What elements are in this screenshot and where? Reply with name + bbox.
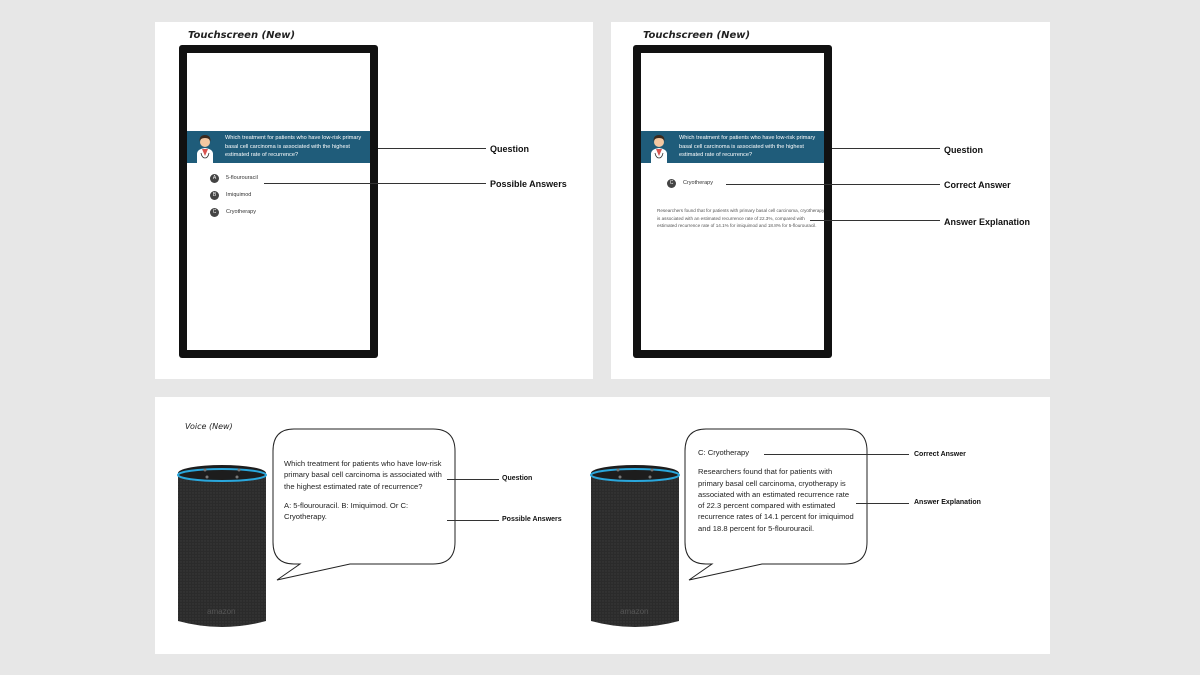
callout-line xyxy=(810,220,940,221)
speech-bubble xyxy=(684,428,868,581)
speech-bubble-text: Which treatment for patients who have lo… xyxy=(284,458,444,530)
speech-bubble-text: C: Cryotherapy Researchers found that fo… xyxy=(698,447,856,542)
question-bar: Which treatment for patients who have lo… xyxy=(187,131,370,163)
answer-letter: C xyxy=(210,208,219,217)
callout-possible-answers: Possible Answers xyxy=(490,179,567,189)
touchscreen-device: Which treatment for patients who have lo… xyxy=(633,45,832,358)
answer-letter: A xyxy=(210,174,219,183)
callout-question: Question xyxy=(944,145,984,155)
speaker-brand-logo: amazon xyxy=(620,607,649,616)
callout-answer-explanation: Answer Explanation xyxy=(944,217,1031,227)
callout-correct-answer: Correct Answer xyxy=(914,451,966,458)
speaker-brand-logo: amazon xyxy=(207,607,236,616)
callout-line xyxy=(264,183,486,184)
smart-speaker-icon xyxy=(590,465,680,627)
smart-speaker-icon xyxy=(177,465,267,627)
callout-line xyxy=(378,148,486,149)
voice-question-text: Which treatment for patients who have lo… xyxy=(284,459,442,491)
callout-correct-answer: Correct Answer xyxy=(944,180,1011,190)
touchscreen-screen: Which treatment for patients who have lo… xyxy=(187,53,370,350)
voice-explanation-text: Researchers found that for patients with… xyxy=(698,467,854,533)
callout-line xyxy=(447,520,499,521)
answer-label: 5-flourouracil xyxy=(226,175,258,181)
question-text: Which treatment for patients who have lo… xyxy=(679,135,816,158)
callout-line xyxy=(856,503,909,504)
touchscreen-panel-right: Touchscreen (New) Which treatment for pa… xyxy=(611,22,1050,379)
answer-letter: C xyxy=(667,179,676,188)
voice-panel: Voice (New) amazon Which treatment for p… xyxy=(155,397,1050,654)
touchscreen-screen: Which treatment for patients who have lo… xyxy=(641,53,824,350)
panel-title: Voice (New) xyxy=(185,422,233,431)
question-text: Which treatment for patients who have lo… xyxy=(225,135,362,158)
answer-explanation-text: Researchers found that for patients with… xyxy=(657,208,824,229)
callout-question: Question xyxy=(502,475,533,482)
touchscreen-device: Which treatment for patients who have lo… xyxy=(179,45,378,358)
callout-line xyxy=(832,148,940,149)
voice-answers-text: A: 5-flourouracil. B: Imiquimod. Or C: C… xyxy=(284,500,409,522)
panel-title: Touchscreen (New) xyxy=(188,30,296,41)
callout-line xyxy=(447,479,499,480)
answer-label: Cryotherapy xyxy=(683,180,713,186)
callout-question: Question xyxy=(490,144,530,154)
callout-line xyxy=(726,184,940,185)
question-bar: Which treatment for patients who have lo… xyxy=(641,131,824,163)
callout-possible-answers: Possible Answers xyxy=(502,516,562,523)
touchscreen-panel-left: Touchscreen (New) Which treatment for pa… xyxy=(155,22,593,379)
doctor-avatar-icon xyxy=(197,135,213,163)
callout-answer-explanation: Answer Explanation xyxy=(914,499,981,506)
panel-title: Touchscreen (New) xyxy=(643,30,751,41)
speech-bubble xyxy=(272,428,456,581)
voice-correct-answer-text: C: Cryotherapy xyxy=(698,448,750,457)
callout-line xyxy=(764,454,909,455)
answer-label: Cryotherapy xyxy=(226,209,256,215)
answer-letter: B xyxy=(210,191,219,200)
answer-label: Imiquimod xyxy=(226,192,252,198)
doctor-avatar-icon xyxy=(651,135,667,163)
